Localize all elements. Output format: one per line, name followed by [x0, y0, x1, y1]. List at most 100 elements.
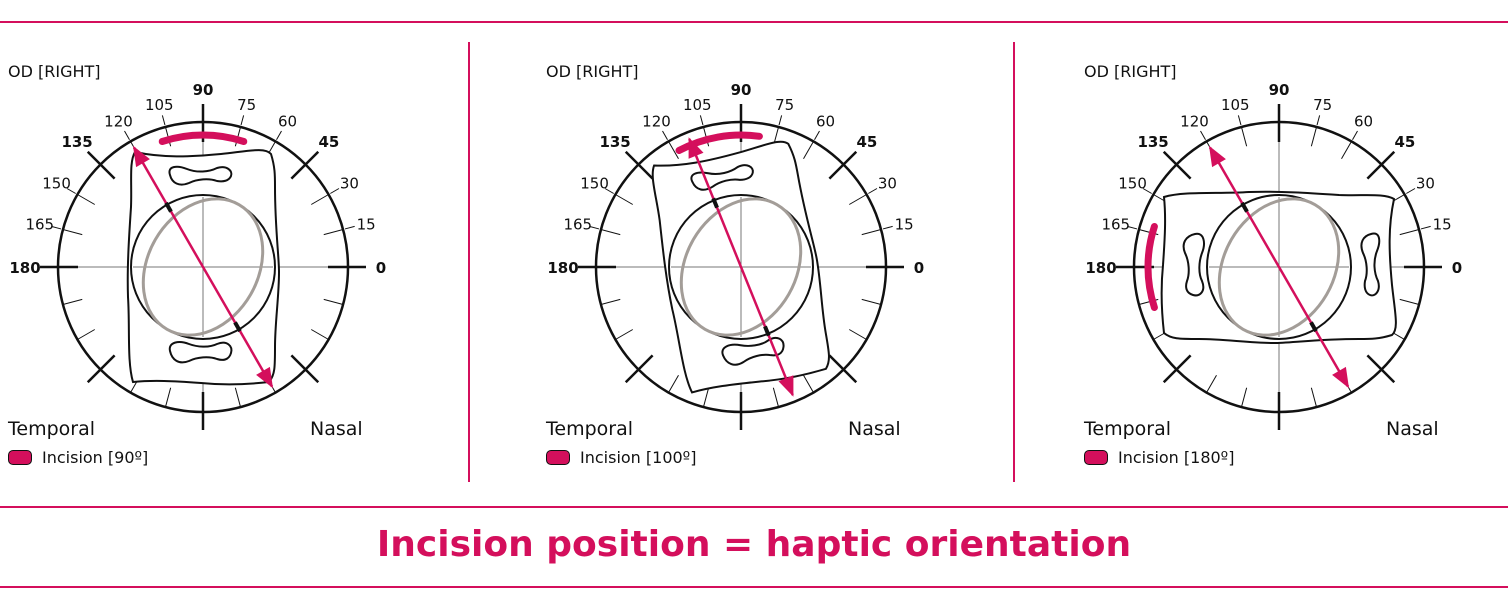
temporal-label: Temporal: [1084, 418, 1171, 440]
minor-tick: [323, 298, 344, 306]
tick-label-leader: [330, 188, 340, 194]
minor-tick-label: 15: [895, 215, 914, 233]
iol-haptic-hole: [168, 165, 233, 186]
minor-tick: [164, 387, 172, 408]
eye-label: OD [RIGHT]: [546, 62, 639, 81]
minor-tick: [803, 141, 814, 159]
minor-tick: [600, 298, 621, 306]
haptic-axis-arrow: [688, 138, 794, 396]
major-tick-label: 0: [914, 259, 924, 277]
major-tick: [1162, 150, 1192, 180]
tick-label-leader: [51, 225, 62, 230]
minor-tick-label: 105: [1221, 96, 1250, 114]
legend: Incision [180º]: [1084, 446, 1234, 468]
major-tick: [624, 354, 654, 384]
minor-tick-label: 15: [357, 215, 376, 233]
legend: Incision [90º]: [8, 446, 148, 468]
major-tick-label: 45: [318, 133, 339, 151]
incision-swatch: [8, 449, 32, 465]
legend: Incision [100º]: [546, 446, 696, 468]
minor-tick-label: 30: [1416, 175, 1435, 193]
minor-tick: [1399, 228, 1420, 236]
arrowhead-end: [1332, 366, 1349, 389]
minor-tick: [849, 194, 867, 205]
tick-label-leader: [778, 115, 783, 126]
tick-label-leader: [1316, 115, 1321, 126]
major-tick: [290, 150, 320, 180]
major-tick-label: 180: [1085, 259, 1116, 277]
tick-label-leader: [604, 188, 614, 194]
tick-label-leader: [1142, 188, 1152, 194]
separator-2: [1013, 42, 1015, 482]
minor-tick-label: 30: [340, 175, 359, 193]
iol-haptic-hole: [1360, 232, 1381, 297]
minor-tick: [234, 387, 242, 408]
minor-tick-label: 150: [42, 175, 71, 193]
tick-label-leader: [124, 130, 130, 140]
major-tick: [86, 150, 116, 180]
tick-label-leader: [1352, 130, 1358, 140]
minor-tick-label: 60: [278, 113, 297, 131]
major-tick-label: 135: [61, 133, 92, 151]
minor-tick-label: 75: [237, 96, 256, 114]
minor-tick: [772, 387, 780, 408]
minor-tick: [668, 375, 679, 393]
minor-tick: [1399, 298, 1420, 306]
tick-label-leader: [1420, 225, 1431, 230]
minor-tick-label: 60: [1354, 113, 1373, 131]
tick-label-leader: [882, 225, 893, 230]
haptic-axis-arrow: [132, 146, 274, 388]
diagram-title: Incision position = haptic orientation: [376, 524, 1132, 565]
minor-tick-label: 30: [878, 175, 897, 193]
axis-mark: [763, 325, 771, 337]
top-rule: [0, 21, 1508, 23]
iris-ellipse: [679, 197, 803, 337]
minor-tick-label: 120: [642, 113, 671, 131]
separator-1: [468, 42, 470, 482]
major-tick-label: 0: [1452, 259, 1462, 277]
major-tick: [86, 354, 116, 384]
tick-label-leader: [814, 130, 820, 140]
tick-label-leader: [699, 115, 704, 126]
tick-label-leader: [1200, 130, 1206, 140]
minor-tick-label: 150: [1118, 175, 1147, 193]
major-tick: [1366, 354, 1396, 384]
incision-arc: [675, 131, 763, 154]
axis-mark: [1309, 321, 1318, 333]
major-tick-label: 90: [193, 81, 214, 99]
minor-tick: [849, 329, 867, 340]
nasal-label: Nasal: [310, 418, 363, 440]
minor-tick-label: 120: [104, 113, 133, 131]
minor-tick: [615, 194, 633, 205]
minor-tick-label: 105: [683, 96, 712, 114]
major-tick-label: 135: [599, 133, 630, 151]
minor-tick: [861, 298, 882, 306]
tick-label-leader: [161, 115, 166, 126]
major-tick: [290, 354, 320, 384]
tick-label-leader: [589, 225, 600, 230]
arrowhead-start: [1209, 145, 1226, 168]
minor-tick: [615, 329, 633, 340]
tick-label-leader: [240, 115, 245, 126]
minor-tick-label: 165: [25, 215, 54, 233]
minor-tick: [1310, 387, 1318, 408]
temporal-label: Temporal: [8, 418, 95, 440]
minor-tick-label: 165: [1101, 215, 1130, 233]
nasal-label: Nasal: [1386, 418, 1439, 440]
tick-label-leader: [1237, 115, 1242, 126]
minor-tick: [1240, 126, 1248, 147]
bottom-rule: [0, 586, 1508, 588]
tick-label-leader: [276, 130, 282, 140]
minor-tick-label: 150: [580, 175, 609, 193]
minor-tick: [600, 228, 621, 236]
minor-tick-label: 165: [563, 215, 592, 233]
tick-label-leader: [66, 188, 76, 194]
eye-label: OD [RIGHT]: [8, 62, 101, 81]
minor-tick: [1206, 375, 1217, 393]
major-tick-label: 135: [1137, 133, 1168, 151]
